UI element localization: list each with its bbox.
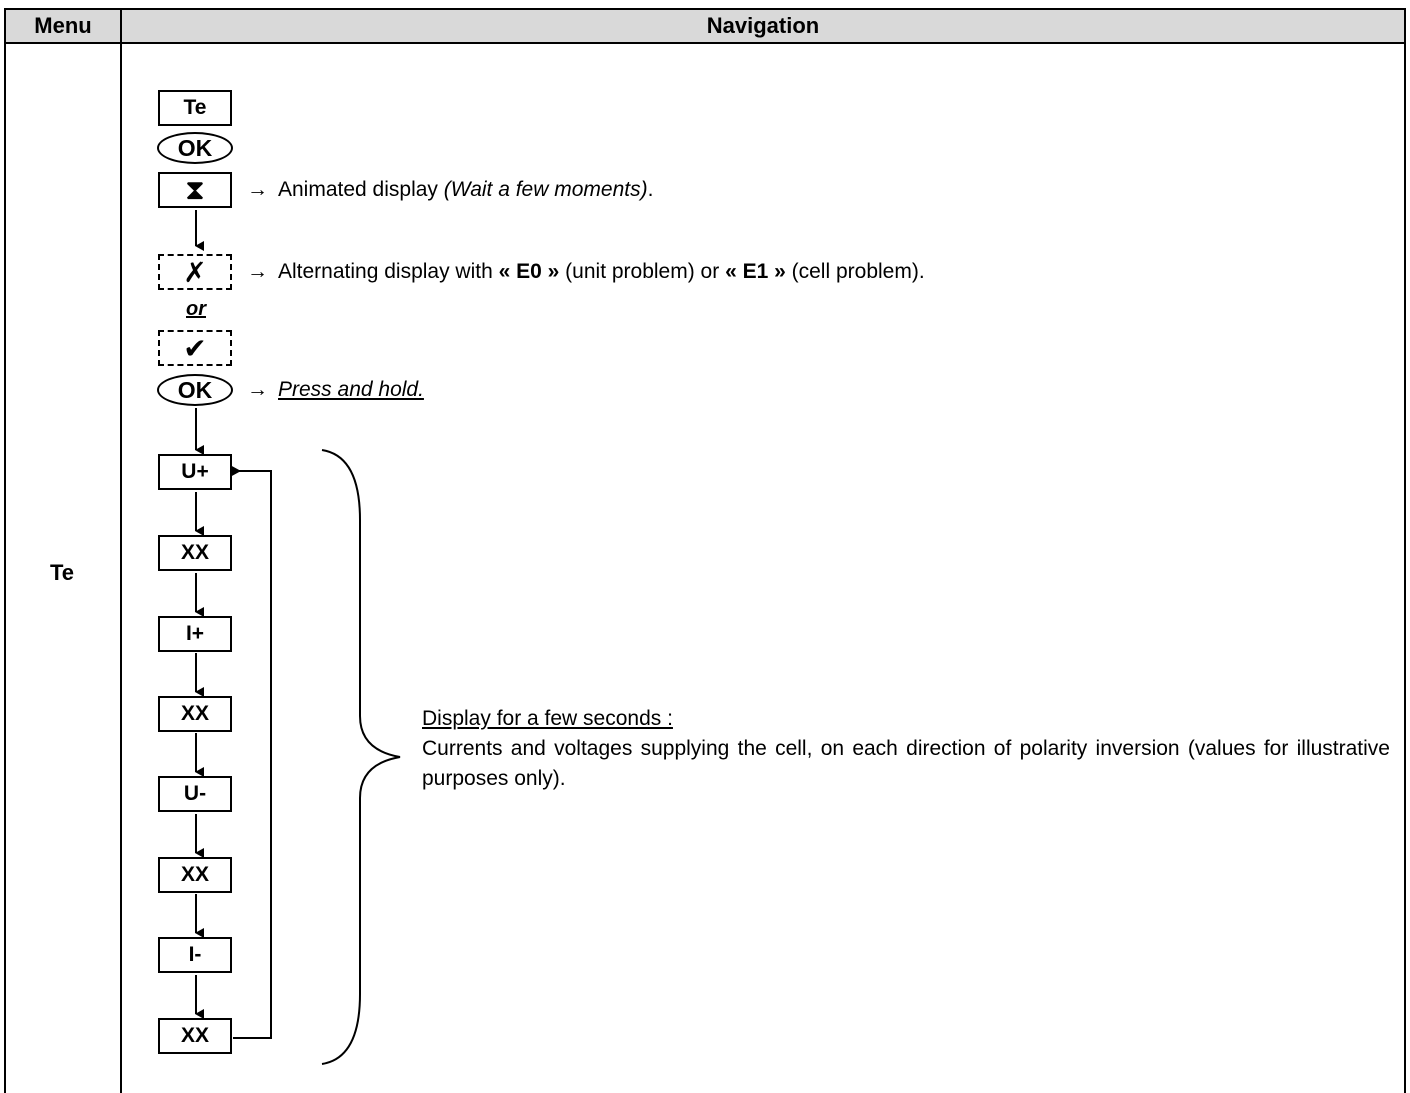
ok-button-press-hold[interactable]: OK bbox=[157, 374, 233, 406]
note-press-and-hold: →Press and hold. bbox=[247, 378, 424, 401]
menu-cell-te: Te bbox=[49, 560, 75, 585]
display-te-box: Te bbox=[158, 90, 232, 126]
cycle-box-value-4: XX bbox=[158, 1018, 232, 1054]
cycle-box-u-plus: U+ bbox=[158, 454, 232, 490]
checkmark-icon: ✔ bbox=[183, 332, 207, 364]
cross-icon-box: ✗ bbox=[158, 254, 232, 290]
cycle-box-value-3: XX bbox=[158, 857, 232, 893]
right-arrow-icon: → bbox=[247, 178, 268, 201]
cycle-box-value-2: XX bbox=[158, 696, 232, 732]
table-border-left bbox=[4, 44, 6, 1093]
arrow-loop-back bbox=[230, 465, 272, 1039]
hourglass-icon-box: ⧗ bbox=[158, 172, 232, 208]
description-title: Display for a few seconds : bbox=[422, 707, 673, 730]
checkmark-icon-box: ✔ bbox=[158, 330, 232, 366]
note-alternating-display: →Alternating display with « E0 » (unit p… bbox=[247, 260, 925, 283]
table-border-right bbox=[1404, 44, 1406, 1093]
hourglass-icon: ⧗ bbox=[185, 173, 205, 205]
table-border-middle bbox=[120, 44, 122, 1093]
right-arrow-icon: → bbox=[247, 260, 268, 283]
cross-icon: ✗ bbox=[183, 256, 207, 288]
cycle-box-u-minus: U- bbox=[158, 776, 232, 812]
cycle-description: Display for a few seconds : Currents and… bbox=[422, 704, 1390, 794]
ok-button[interactable]: OK bbox=[157, 132, 233, 164]
menu-column-header: Menu bbox=[4, 8, 120, 44]
cycle-box-i-minus: I- bbox=[158, 937, 232, 973]
navigation-column-header: Navigation bbox=[120, 8, 1406, 44]
cycle-box-i-plus: I+ bbox=[158, 616, 232, 652]
description-body: Currents and voltages supplying the cell… bbox=[422, 737, 1390, 790]
cycle-box-value-1: XX bbox=[158, 535, 232, 571]
or-label: or bbox=[186, 298, 206, 320]
right-brace bbox=[321, 449, 401, 1065]
right-arrow-icon: → bbox=[247, 378, 268, 401]
note-animated-display: →Animated display (Wait a few moments). bbox=[247, 178, 654, 201]
